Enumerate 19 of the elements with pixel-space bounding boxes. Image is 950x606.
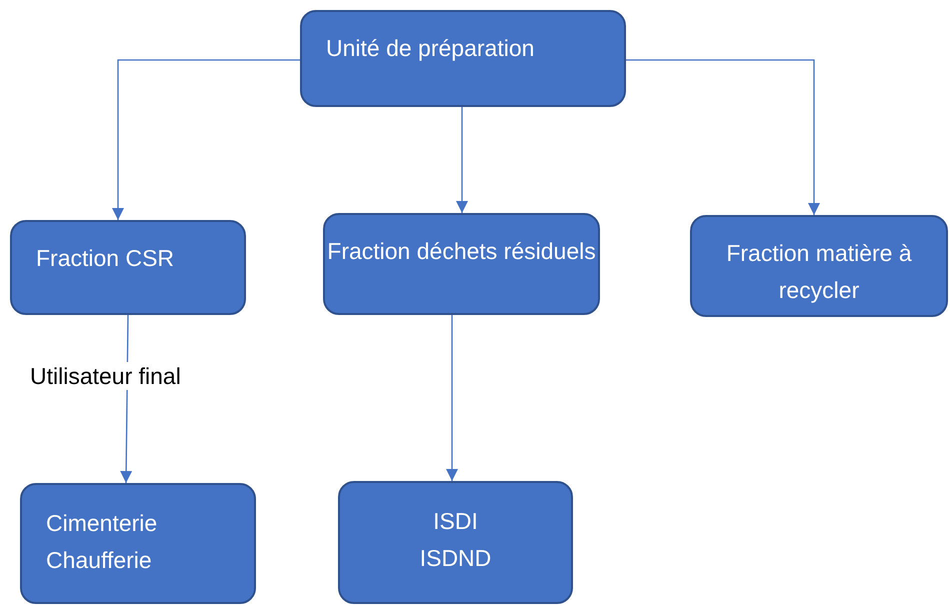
process-box <box>338 481 573 604</box>
process-box <box>20 483 256 604</box>
box-label: ISDND <box>420 544 492 573</box>
box-label: Fraction matière à recycler <box>725 239 913 305</box>
box-label: Fraction CSR <box>36 244 174 273</box>
process-box <box>10 220 246 315</box>
arrow <box>446 315 458 481</box>
box-label: Chaufferie <box>46 546 152 575</box>
process-box <box>323 213 600 315</box>
arrow <box>456 107 468 213</box>
box-label: Unité de préparation <box>326 34 534 63</box>
box-label: ISDI <box>433 507 478 536</box>
process-box <box>690 215 948 317</box>
process-box <box>300 10 626 107</box>
box-label: Fraction déchets résiduels <box>327 237 596 266</box>
arrow <box>626 59 820 215</box>
edge-label: Utilisateur final <box>30 362 181 390</box>
arrow <box>112 59 300 220</box>
box-label: Cimenterie <box>46 509 158 538</box>
